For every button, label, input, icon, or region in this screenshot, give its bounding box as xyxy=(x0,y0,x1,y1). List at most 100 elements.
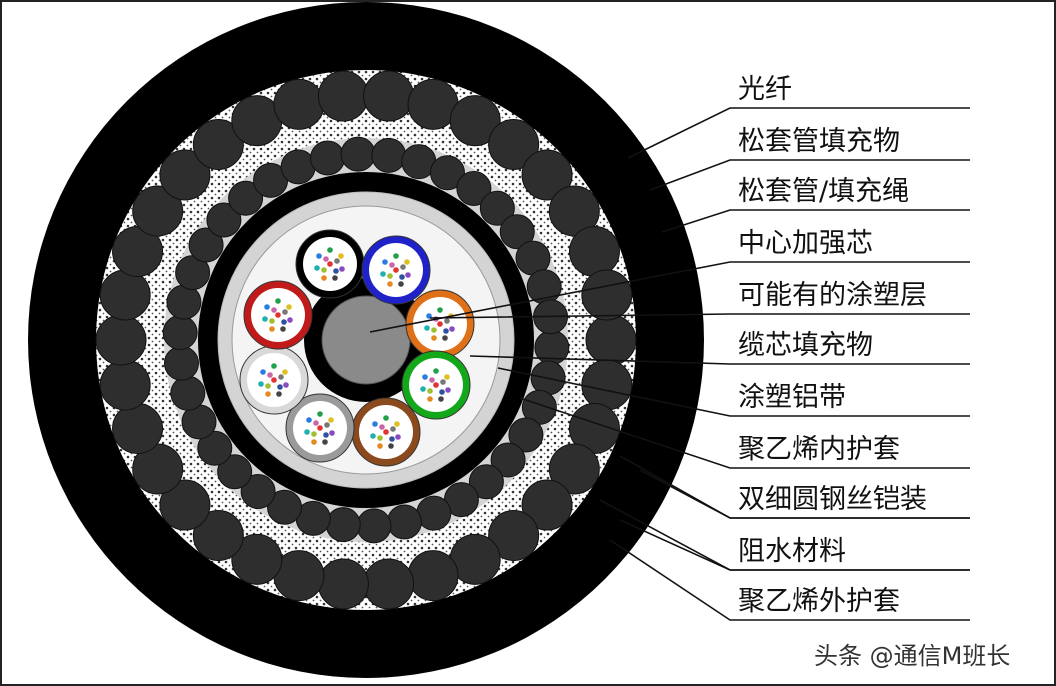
label-tube-filler: 松套管填充物 xyxy=(738,126,900,157)
outer-steel-wire xyxy=(488,118,540,170)
optical-fiber xyxy=(278,374,284,380)
optical-fiber xyxy=(321,275,327,281)
optical-fiber xyxy=(276,391,282,397)
label-tube-rope: 松套管/填充绳 xyxy=(738,176,909,207)
optical-fiber xyxy=(323,256,329,262)
label-coated-aluminum: 涂塑铝带 xyxy=(738,382,846,413)
outer-steel-wire xyxy=(363,70,415,122)
optical-fiber xyxy=(440,379,446,385)
optical-fiber xyxy=(311,439,317,445)
optical-fiber xyxy=(277,384,283,390)
label-double-steel-armor: 双细圆钢丝铠装 xyxy=(738,484,927,515)
label-core-filler: 缆芯填充物 xyxy=(738,330,873,361)
outer-steel-wire xyxy=(273,78,325,130)
label-center-strength: 中心加强芯 xyxy=(738,228,873,259)
inner-steel-wire xyxy=(371,137,407,173)
optical-fiber xyxy=(387,273,393,279)
optical-fiber xyxy=(444,318,450,324)
optical-fiber xyxy=(444,374,450,380)
leader-line xyxy=(619,519,970,571)
optical-fiber xyxy=(271,307,277,313)
inner-steel-wire xyxy=(197,430,233,466)
outer-steel-wire xyxy=(581,359,633,411)
optical-fiber xyxy=(382,259,388,265)
inner-steel-wire xyxy=(310,140,346,176)
outer-steel-wire xyxy=(112,403,164,455)
optical-fiber xyxy=(287,317,293,323)
optical-fiber xyxy=(280,326,286,332)
optical-fiber xyxy=(267,372,273,378)
inner-steel-wire xyxy=(490,442,526,478)
optical-fiber xyxy=(437,321,443,327)
inner-steel-wire xyxy=(386,504,422,540)
optical-fiber xyxy=(420,386,426,392)
optical-fiber xyxy=(393,267,399,273)
leader-lines xyxy=(369,107,970,621)
optical-fiber xyxy=(269,318,275,324)
label-group: 光纤 松套管填充物 松套管/填充绳 中心加强芯 可能有的涂塑层 缆芯填充物 涂塑… xyxy=(738,74,927,617)
outer-steel-wire xyxy=(585,314,637,366)
leader-line xyxy=(469,355,970,365)
optical-fiber xyxy=(311,431,317,437)
optical-fiber xyxy=(388,443,394,449)
outer-steel-wire xyxy=(317,70,369,122)
optical-fiber xyxy=(269,326,275,332)
optical-fiber xyxy=(379,424,385,430)
optical-fiber xyxy=(377,443,383,449)
leader-line xyxy=(497,367,970,417)
inner-steel-wire xyxy=(163,345,199,381)
optical-fiber xyxy=(334,258,340,264)
inner-steel-wire xyxy=(280,149,316,185)
inner-steel-wire xyxy=(479,190,515,226)
leader-line xyxy=(627,107,970,159)
optical-fiber xyxy=(405,272,411,278)
leader-line xyxy=(429,313,970,319)
optical-fiber xyxy=(275,298,281,304)
optical-fiber xyxy=(262,316,268,322)
optical-fiber xyxy=(383,415,389,421)
optical-fiber xyxy=(439,389,445,395)
inner-steel-wire xyxy=(468,464,504,500)
outer-steel-wire xyxy=(581,269,633,321)
optical-fiber xyxy=(282,369,288,375)
optical-fiber xyxy=(372,421,378,427)
leader-line xyxy=(519,397,970,469)
optical-fiber xyxy=(431,335,437,341)
inner-steel-wire xyxy=(240,474,276,510)
label-possible-coating: 可能有的涂塑层 xyxy=(738,280,927,311)
outer-steel-wire xyxy=(488,510,540,562)
optical-fiber xyxy=(395,434,401,440)
optical-fiber xyxy=(265,391,271,397)
optical-fiber xyxy=(329,430,335,436)
leader-line xyxy=(369,261,970,333)
inner-steel-wire xyxy=(162,315,198,351)
optical-fiber xyxy=(433,368,439,374)
outer-steel-wire xyxy=(95,314,147,366)
optical-fiber xyxy=(377,435,383,441)
label-pe-outer-sheath: 聚乙烯外护套 xyxy=(738,586,900,617)
optical-fiber xyxy=(328,417,334,423)
inner-steel-wire xyxy=(416,495,452,531)
optical-fiber xyxy=(327,261,333,267)
optical-fiber xyxy=(260,369,266,375)
inner-steel-wire xyxy=(340,136,376,172)
optical-fiber xyxy=(271,363,277,369)
inner-steel-wire xyxy=(170,375,206,411)
optical-fiber xyxy=(438,396,444,402)
optical-fiber xyxy=(429,377,435,383)
optical-fiber xyxy=(445,387,451,393)
optical-fiber xyxy=(317,425,323,431)
outer-steel-wire xyxy=(159,149,211,201)
optical-fiber xyxy=(427,396,433,402)
optical-fiber xyxy=(327,247,333,253)
optical-fiber xyxy=(389,436,395,442)
outer-steel-wire xyxy=(132,185,184,237)
optical-fiber xyxy=(442,335,448,341)
optical-fiber xyxy=(394,421,400,427)
optical-fiber xyxy=(387,281,393,287)
optical-fiber xyxy=(324,422,330,428)
optical-fiber xyxy=(393,253,399,259)
outer-steel-wire xyxy=(192,510,244,562)
optical-fiber xyxy=(404,259,410,265)
